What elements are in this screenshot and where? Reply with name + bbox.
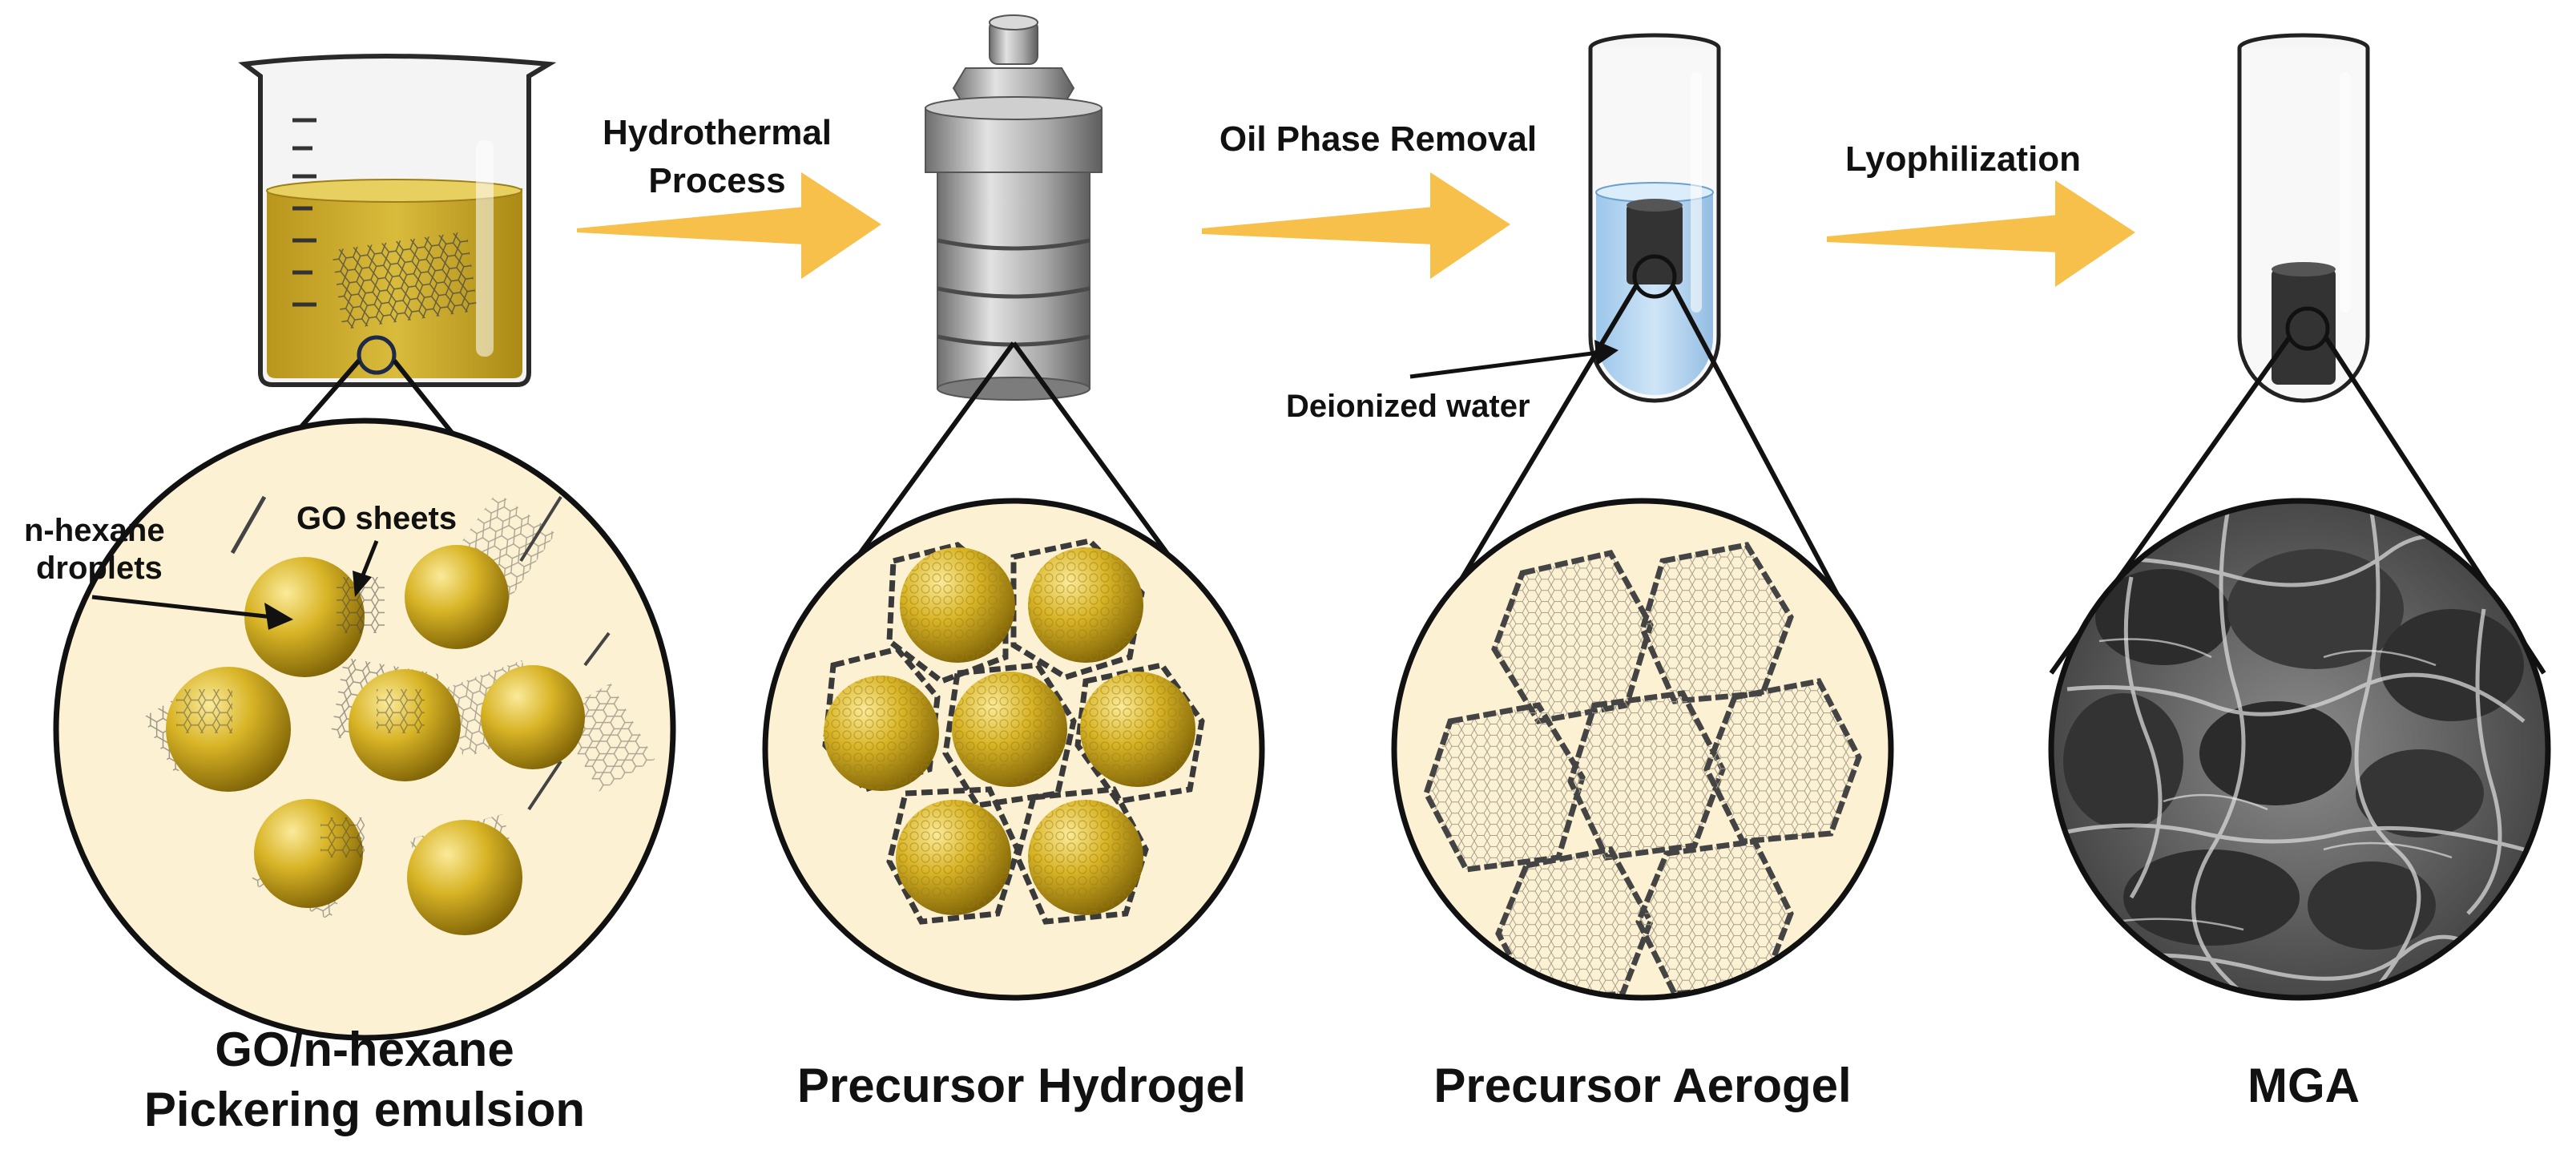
zoom-circle-emulsion <box>53 418 676 1041</box>
zoom-circle-hydrogel <box>762 498 1265 1001</box>
step-label-oil-removal: Oil Phase Removal <box>1219 119 1537 159</box>
sheets-arrowhead <box>353 571 372 597</box>
droplets-arrowhead <box>264 603 293 630</box>
test-tube-aerogel-icon <box>2237 33 2370 403</box>
zoom-marker <box>2285 306 2330 351</box>
zoom-circle-sem-micrograph <box>2048 498 2551 1001</box>
stage-title-hydrogel: Precursor Hydrogel <box>797 1059 1246 1112</box>
stage-title-emulsion: GO/n-hexane <box>215 1023 514 1076</box>
zoom-circle-aerogel <box>1391 498 1894 1001</box>
step-label-hydrothermal: Hydrothermal <box>603 113 832 152</box>
droplets-label: droplets <box>36 551 163 586</box>
stage-title-aerogel: Precursor Aerogel <box>1433 1059 1851 1112</box>
water-label: Deionized water <box>1286 389 1530 424</box>
autoclave-icon <box>925 14 1103 401</box>
water-arrowhead <box>1594 340 1619 365</box>
droplets-pointer <box>91 595 273 619</box>
process-arrow-lyophilization <box>1827 180 2135 287</box>
zoom-marker <box>1632 254 1677 299</box>
step-label-lyophilization: Lyophilization <box>1845 139 2081 179</box>
water-pointer <box>1409 350 1599 379</box>
beaker-icon <box>238 54 557 387</box>
process-arrow-oil-removal <box>1202 172 1510 279</box>
zoom-marker <box>357 335 397 375</box>
sheets-label: GO sheets <box>296 501 457 536</box>
process-arrow-hydrothermal <box>577 172 881 279</box>
droplets-label: n-hexane <box>24 513 165 548</box>
step-label-hydrothermal: Process <box>648 161 785 200</box>
stage-title-emulsion: Pickering emulsion <box>144 1083 585 1136</box>
stage-title-mga: MGA <box>2247 1059 2360 1112</box>
test-tube-water-icon <box>1588 33 1721 403</box>
